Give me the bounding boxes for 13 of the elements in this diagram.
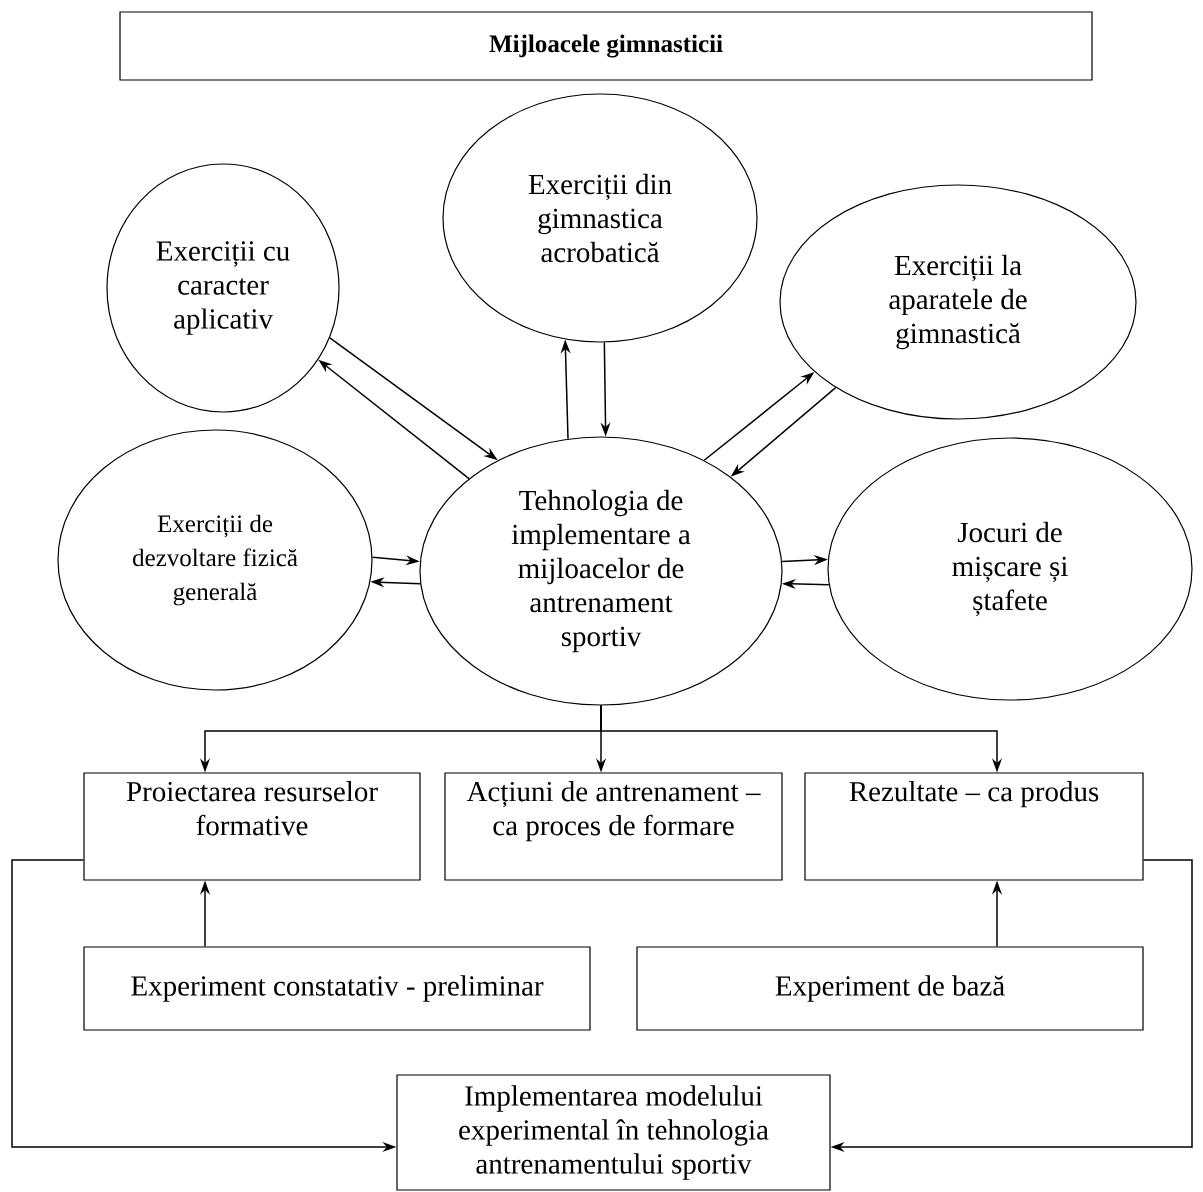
process-box: Rezultate – ca produs — [804, 772, 1144, 881]
process-box: Implementarea modelului experimental în tehnologia antrenamentului sportiv — [396, 1074, 831, 1191]
ellipse-node: Jocuri de mișcare și ștafete — [827, 437, 1193, 701]
process-box: Proiectarea resurselor formative — [83, 772, 421, 881]
process-box: Experiment de bază — [636, 946, 1144, 1031]
ellipse-node: Tehnologia de implementare a mijloacelor de antrenament sportiv — [419, 436, 783, 706]
title-box: Mijloacele gimnasticii — [119, 11, 1093, 81]
ellipse-node: Exerciții din gimnastica acrobatică — [442, 93, 758, 343]
process-box: Experiment constatativ - preliminar — [83, 946, 591, 1031]
ellipse-node: Exerciții cu caracter aplicativ — [106, 163, 340, 413]
ellipse-node: Exerciții la aparatele de gimnastică — [779, 184, 1137, 420]
process-box: Acțiuni de antrenament – ca proces de formare — [444, 772, 783, 881]
ellipse-node: Exerciții de dezvoltare fizică generală — [57, 429, 373, 691]
